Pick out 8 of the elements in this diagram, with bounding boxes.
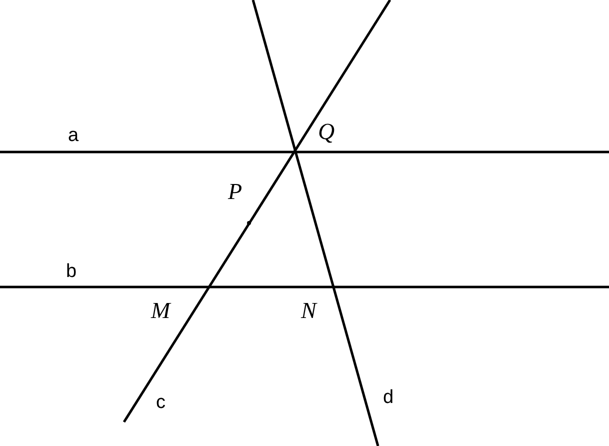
point-label: P (228, 180, 242, 203)
point-label: N (301, 299, 316, 322)
line-label: a (68, 126, 79, 145)
line-label: d (383, 388, 394, 407)
point-label: Q (318, 120, 335, 143)
line-label: b (66, 262, 77, 281)
line-label: c (156, 393, 166, 412)
point-label: M (151, 299, 170, 322)
